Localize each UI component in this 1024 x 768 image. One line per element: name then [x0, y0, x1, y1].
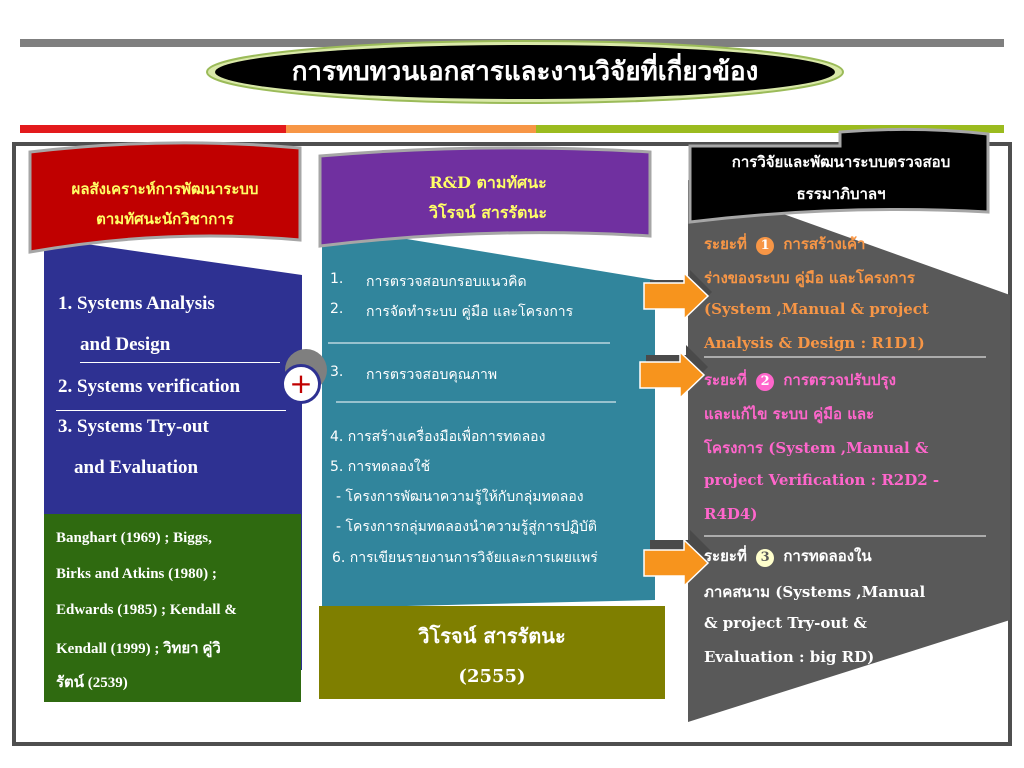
accent-bar-red	[20, 125, 286, 133]
arrow-phase1	[643, 271, 710, 321]
banner-purple	[318, 146, 652, 248]
col2-item6: 6. การเขียนรายงานการวิจัยและการเผยแพร่	[332, 550, 598, 566]
phase2-badge-icon: 2	[756, 373, 775, 391]
phase3-badge-icon: 3	[756, 549, 775, 567]
phase1-line2: ร่างของระบบ คู่มือ และโครงการ	[704, 269, 915, 287]
col3-banner-line1: การวิจัยและพัฒนาระบบตรวจสอบ	[731, 153, 951, 171]
col2-item1: การตรวจสอบกรอบแนวคิด	[366, 274, 527, 290]
col2-banner-line2: วิโรจน์ สารรัตนะ	[429, 203, 547, 222]
col2-item4: 4. การสร้างเครื่องมือเพื่อการทดลอง	[330, 429, 546, 445]
ref-line: Birks and Atkins (1980) ;	[56, 566, 217, 582]
title-ellipse	[206, 40, 844, 104]
references-box: Banghart (1969) ; Biggs, Birks and Atkin…	[44, 514, 301, 702]
col2-item2-num: 2.	[330, 301, 344, 317]
phase2-line3: โครงการ (System ,Manual &	[704, 439, 929, 457]
banner-red	[28, 141, 302, 254]
col2-item1-num: 1.	[330, 271, 344, 287]
plus-icon: +	[281, 364, 321, 404]
phase1-title: การสร้างเค้า	[783, 235, 866, 253]
phase2-header: ระยะที่ 2 การตรวจปรับปรุง	[704, 368, 896, 392]
col2-item5b: - โครงการกลุ่มทดลองนำความรู้สู่การปฏิบัต…	[336, 519, 597, 535]
ref-line: Edwards (1985) ; Kendall &	[56, 602, 237, 618]
col2-item3: การตรวจสอบคุณภาพ	[366, 367, 498, 383]
banner-black	[688, 127, 990, 224]
accent-bar-orange	[286, 125, 536, 133]
col3-banner: การวิจัยและพัฒนาระบบตรวจสอบ ธรรมาภิบาลฯ	[696, 146, 986, 210]
phase2-line2: และแก้ไข ระบบ คู่มือ และ	[704, 405, 875, 423]
col1-item3-line2: and Evaluation	[74, 457, 199, 478]
phase2-title: การตรวจปรับปรุง	[783, 371, 896, 389]
divider	[80, 362, 280, 363]
phase3-label: ระยะที่	[704, 547, 747, 565]
phase2-label: ระยะที่	[704, 371, 747, 389]
ref-line: Kendall (1999) ; วิทยา คู่วิ	[56, 641, 221, 657]
phase1-badge-icon: 1	[756, 237, 775, 255]
author-name: วิโรจน์ สารรัตนะ	[418, 624, 566, 648]
phase1-line4: Analysis & Design : R1D1)	[704, 334, 925, 352]
arrow-phase3	[643, 538, 710, 588]
phase3-title: การทดลองใน	[783, 547, 872, 565]
phase3-line4: Evaluation : big RD)	[704, 648, 875, 666]
phase1-line3: (System ,Manual & project	[704, 300, 929, 318]
col1-item1-line1: 1. Systems Analysis	[58, 293, 215, 314]
col1-item1-line2: and Design	[80, 334, 171, 355]
col2-banner-line1: R&D ตามทัศนะ	[429, 173, 547, 192]
author-box: วิโรจน์ สารรัตนะ (2555)	[319, 606, 665, 699]
accent-bar-green	[536, 125, 1004, 133]
col1-item2-line1: 2. Systems verification	[58, 376, 241, 397]
phase1-header: ระยะที่ 1 การสร้างเค้า	[704, 232, 865, 256]
col2-banner: R&D ตามทัศนะ วิโรจน์ สารรัตนะ	[330, 168, 646, 228]
ref-line: Banghart (1969) ; Biggs,	[56, 530, 212, 546]
col1-banner: ผลสังเคราะห์การพัฒนาระบบ ตามทัศนะนักวิชา…	[34, 174, 296, 234]
col1-banner-line1: ผลสังเคราะห์การพัฒนาระบบ	[71, 180, 259, 198]
col1-item3-line1: 3. Systems Try-out	[58, 416, 209, 437]
author-year: (2555)	[458, 666, 526, 687]
col2-item5a: - โครงการพัฒนาความรู้ให้กับกลุ่มทดลอง	[336, 489, 584, 505]
phase2-line5: R4D4)	[704, 505, 758, 523]
phase2-line4: project Verification : R2D2 -	[704, 471, 940, 489]
phase3-header: ระยะที่ 3 การทดลองใน	[704, 544, 872, 568]
page-title: การทบทวนเอกสารและงานวิจัยที่เกี่ยวข้อง	[291, 57, 759, 87]
ref-line: รัตน์ (2539)	[56, 675, 128, 691]
phase3-line2: ภาคสนาม (Systems ,Manual	[704, 583, 926, 601]
phase1-label: ระยะที่	[704, 235, 747, 253]
gray-column	[688, 180, 1010, 722]
col1-banner-line2: ตามทัศนะนักวิชาการ	[96, 210, 234, 228]
col2-item2: การจัดทำระบบ คู่มือ และโครงการ	[366, 304, 574, 320]
col3-banner-line2: ธรรมาภิบาลฯ	[796, 185, 886, 203]
arrow-phase2	[639, 350, 706, 400]
teal-column	[322, 225, 655, 608]
phase3-line3: & project Try-out &	[704, 614, 867, 632]
col2-item3-num: 3.	[330, 364, 344, 380]
divider	[56, 410, 286, 411]
col2-item5: 5. การทดลองใช้	[330, 459, 431, 475]
